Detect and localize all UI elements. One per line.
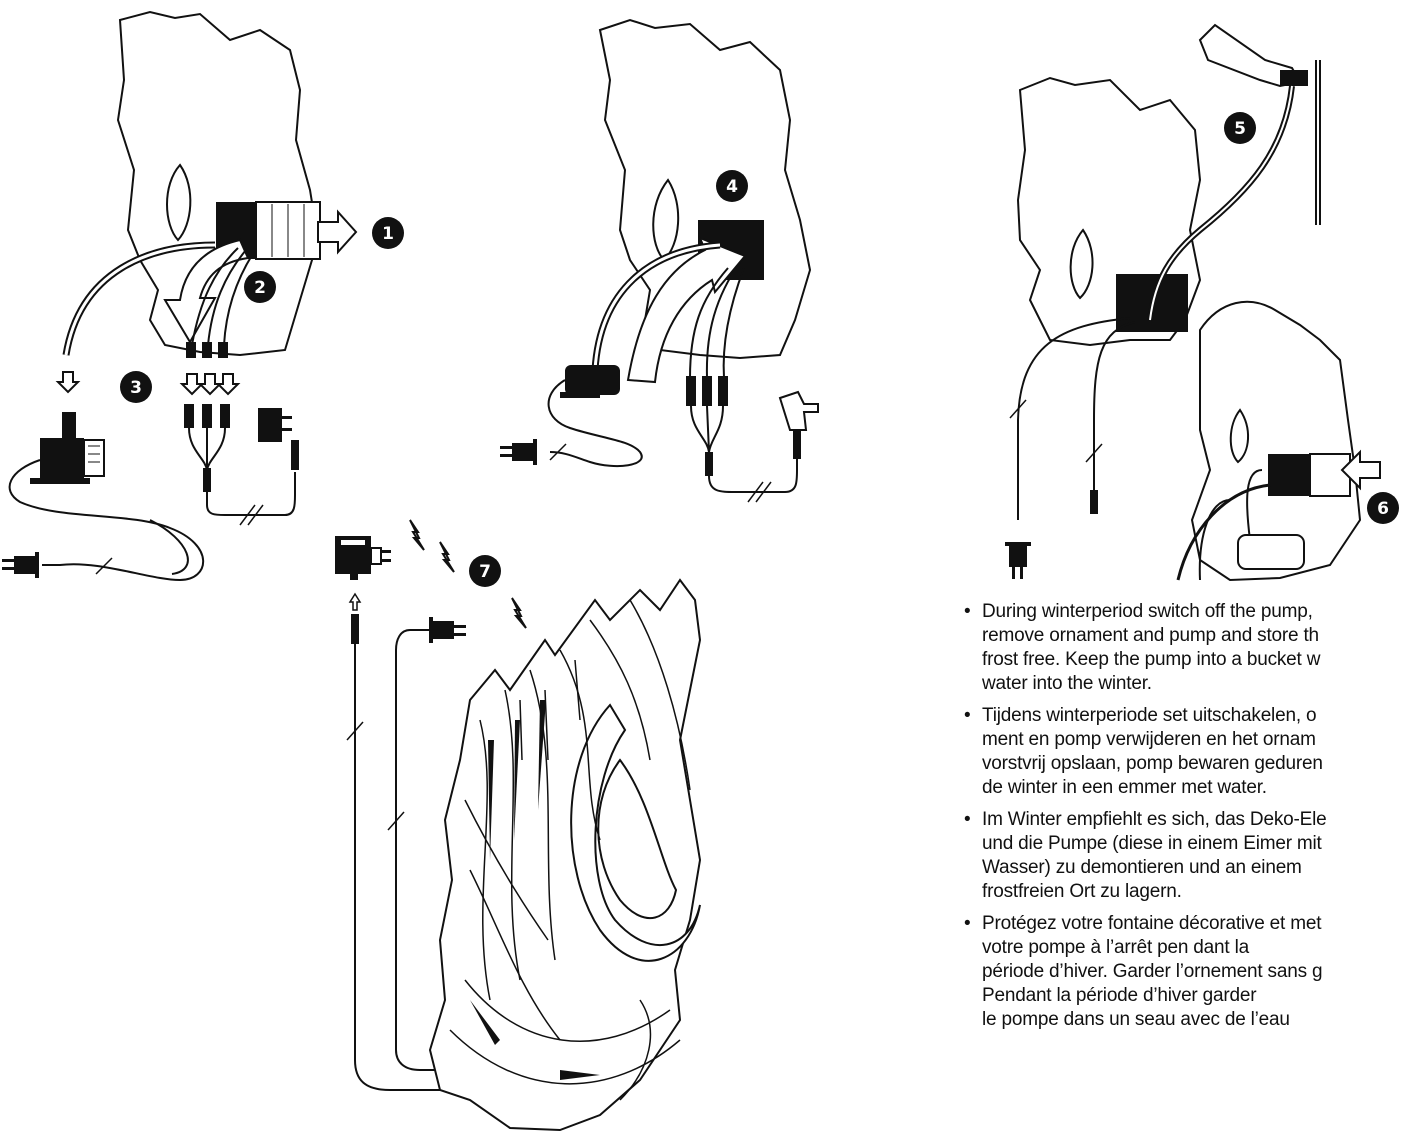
step-badge-6: 6 (1367, 492, 1399, 524)
transformer (335, 536, 391, 580)
instruction-line: water into the winter. (982, 672, 1408, 696)
step-number: 6 (1377, 499, 1389, 519)
instruction-nl: Tijdens winterperiode set uitschakelen, … (958, 704, 1408, 800)
instruction-line: Wasser) zu demontieren und an einem (982, 856, 1408, 880)
pump-left (30, 412, 104, 484)
instruction-line: frost free. Keep the pump into a bucket … (982, 648, 1408, 672)
plug-icon (2, 552, 39, 578)
step-number: 1 (382, 224, 394, 244)
driftwood-ornament (430, 580, 700, 1130)
step-badge-2: 2 (244, 271, 276, 303)
down-arrow-icon (58, 372, 78, 392)
step-number: 2 (254, 278, 266, 298)
instruction-line: période d’hiver. Garder l’ornement sans … (982, 960, 1408, 984)
down-arrow-icon (218, 374, 238, 394)
bolt-icon (410, 520, 424, 550)
step-number: 7 (479, 562, 491, 582)
instruction-line: Im Winter empfiehlt es sich, das Deko-El… (982, 808, 1408, 832)
instruction-line: Tijdens winterperiode set uitschakelen, … (982, 704, 1408, 728)
step-badge-5: 5 (1224, 112, 1256, 144)
instruction-fr: Protégez votre fontaine décorative et me… (958, 912, 1408, 1032)
right-arrow (318, 212, 356, 252)
bolt-icon (440, 542, 454, 572)
instruction-line: Pendant la période d’hiver garder (982, 984, 1408, 1008)
step-badge-4: 4 (716, 170, 748, 202)
plug-icon (500, 439, 537, 465)
led-adapter-middle (780, 392, 818, 458)
bolt-icon (512, 598, 526, 628)
spout-block-inserted (1268, 454, 1350, 496)
step-badge-7: 7 (469, 555, 501, 587)
step-number: 3 (130, 378, 142, 398)
plug-icon (1005, 542, 1031, 579)
power-cables-right (1010, 318, 1135, 520)
instruction-line: Protégez votre fontaine décorative et me… (982, 912, 1408, 936)
led-connectors-top (186, 342, 228, 358)
instruction-line: ment en pomp verwijderen en het ornam (982, 728, 1408, 752)
led-adapter-left (258, 408, 299, 470)
step-number: 4 (726, 177, 738, 197)
instruction-line: de winter in een emmer met water. (982, 776, 1408, 800)
rock-outline-middle (600, 20, 810, 358)
instruction-line: le pompe dans un seau avec de l’eau (982, 1008, 1408, 1032)
instruction-line: vorstvrij opslaan, pomp bewaren geduren (982, 752, 1408, 776)
instruction-line: frostfreien Ort zu lagern. (982, 880, 1408, 904)
plug-icon (429, 617, 466, 643)
step-badge-3: 3 (120, 371, 152, 403)
instruction-line: remove ornament and pump and store th (982, 624, 1408, 648)
instruction-en: During winterperiod switch off the pump,… (958, 600, 1408, 696)
up-arrow-icon (350, 594, 360, 610)
winter-instructions: During winterperiod switch off the pump,… (958, 600, 1408, 1040)
rock-outline-left (118, 12, 318, 355)
instruction-line: votre pompe à l’arrêt pen dant la (982, 936, 1408, 960)
led-connector-right (1090, 490, 1098, 514)
water-tap (1200, 25, 1318, 225)
instruction-line: und die Pumpe (diese in einem Eimer mit (982, 832, 1408, 856)
led-connector-seven (351, 614, 359, 644)
instruction-line: During winterperiod switch off the pump, (982, 600, 1408, 624)
step-number: 5 (1234, 119, 1246, 139)
step-badge-1: 1 (372, 217, 404, 249)
led-splitter-cable-middle (686, 376, 797, 502)
instruction-de: Im Winter empfiehlt es sich, das Deko-El… (958, 808, 1408, 904)
